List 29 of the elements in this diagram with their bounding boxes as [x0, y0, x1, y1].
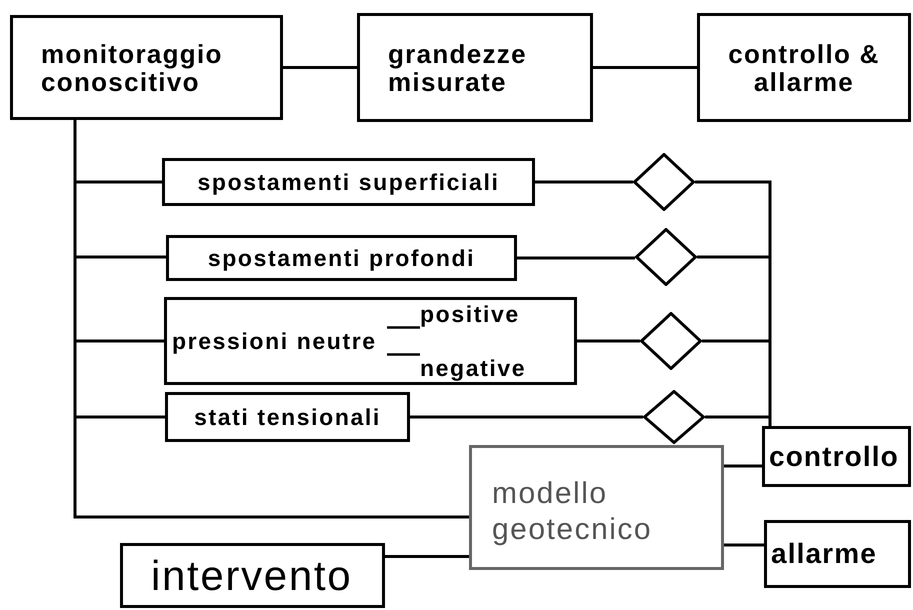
- connector-line: [724, 544, 764, 546]
- decision-diamond: [640, 312, 702, 370]
- process-box: controllo & allarme: [697, 13, 911, 122]
- connector-line: [517, 256, 635, 260]
- connector-line: [387, 353, 420, 356]
- connector-line: [283, 66, 357, 69]
- process-box: intervento: [120, 543, 385, 608]
- text-label: negative: [420, 354, 544, 382]
- process-box: monitoraggio conoscitivo: [10, 15, 283, 120]
- process-box: spostamenti profondi: [166, 235, 517, 281]
- connector-line: [577, 340, 640, 342]
- process-box: stati tensionali: [165, 392, 410, 442]
- process-box: allarme: [764, 520, 911, 588]
- connector-line: [410, 416, 643, 418]
- text-label: pressioni neutre: [172, 327, 387, 355]
- connector-line: [705, 416, 772, 426]
- process-box: spostamenti superficiali: [162, 158, 535, 206]
- connector-line: [385, 555, 469, 558]
- process-box: modello geotecnico: [469, 445, 724, 570]
- group-box: [164, 297, 577, 385]
- decision-diamond: [633, 153, 695, 211]
- connector-line: [387, 326, 420, 329]
- decision-diamond: [635, 228, 697, 286]
- connector-line: [724, 464, 762, 468]
- connector-line: [593, 66, 697, 69]
- connector-line: [535, 180, 633, 184]
- text-label: positive: [420, 300, 532, 328]
- process-box: controllo: [762, 426, 911, 487]
- process-box: grandezze misurate: [357, 13, 593, 122]
